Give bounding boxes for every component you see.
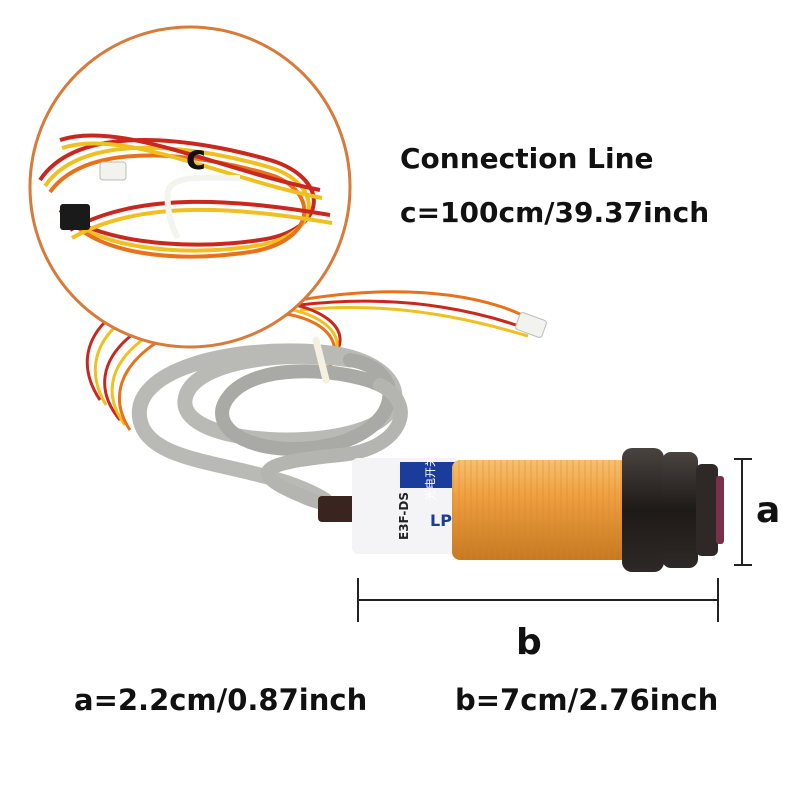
photoelectric-sensor: 光电开关 LP E3F-DS: [318, 448, 724, 572]
dimension-b-caption: b=7cm/2.76inch: [455, 683, 719, 717]
dimension-a-line: [734, 458, 752, 566]
dimension-b-letter: b: [516, 622, 542, 663]
inset-letter-c: c: [186, 138, 207, 178]
dimension-a-letter: a: [756, 490, 781, 531]
dimension-a-caption: a=2.2cm/0.87inch: [74, 683, 368, 717]
dimension-b-line: [357, 578, 719, 622]
connection-line-length: c=100cm/39.37inch: [400, 196, 710, 229]
connection-line-inset: [28, 25, 352, 349]
connection-line-title: Connection Line: [400, 142, 654, 175]
sensor-label-chinese: 光电开关: [423, 456, 437, 500]
sensor-label-brand: LP: [430, 511, 452, 530]
cable-coil: [86, 283, 547, 512]
sensor-label-model: E3F-DS: [397, 492, 411, 540]
